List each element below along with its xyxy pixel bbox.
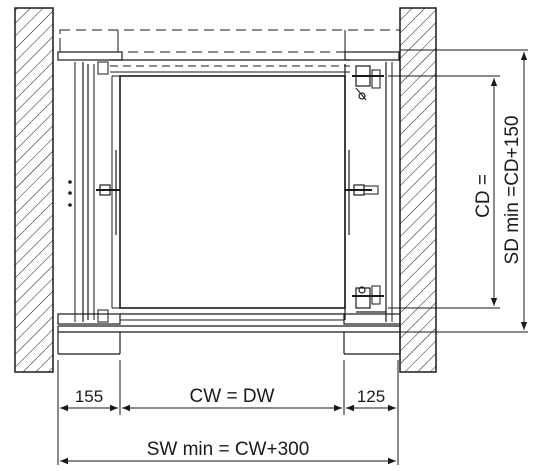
right-wall	[399, 7, 437, 373]
left-gap-label: 155	[75, 387, 103, 406]
door-operator-top	[352, 65, 384, 101]
bottom-door-sill	[57, 313, 401, 355]
right-gap-label: 125	[357, 387, 385, 406]
shaft-depth-label: SD min =CD+150	[502, 116, 523, 265]
car-depth-label: CD =	[473, 174, 494, 218]
left-frame	[74, 61, 109, 323]
left-guide-rail	[68, 150, 120, 235]
left-wall	[14, 7, 54, 373]
right-frame	[344, 62, 393, 322]
top-landing-outline	[59, 29, 401, 53]
top-door-sill	[57, 51, 400, 73]
horizontal-dimensions	[57, 360, 399, 465]
vertical-dimensions	[388, 49, 528, 333]
elevator-car	[111, 75, 346, 309]
car-width-label: CW = DW	[190, 386, 275, 407]
door-operator-bottom	[352, 285, 386, 313]
shaft-width-label: SW min = CW+300	[147, 439, 310, 460]
